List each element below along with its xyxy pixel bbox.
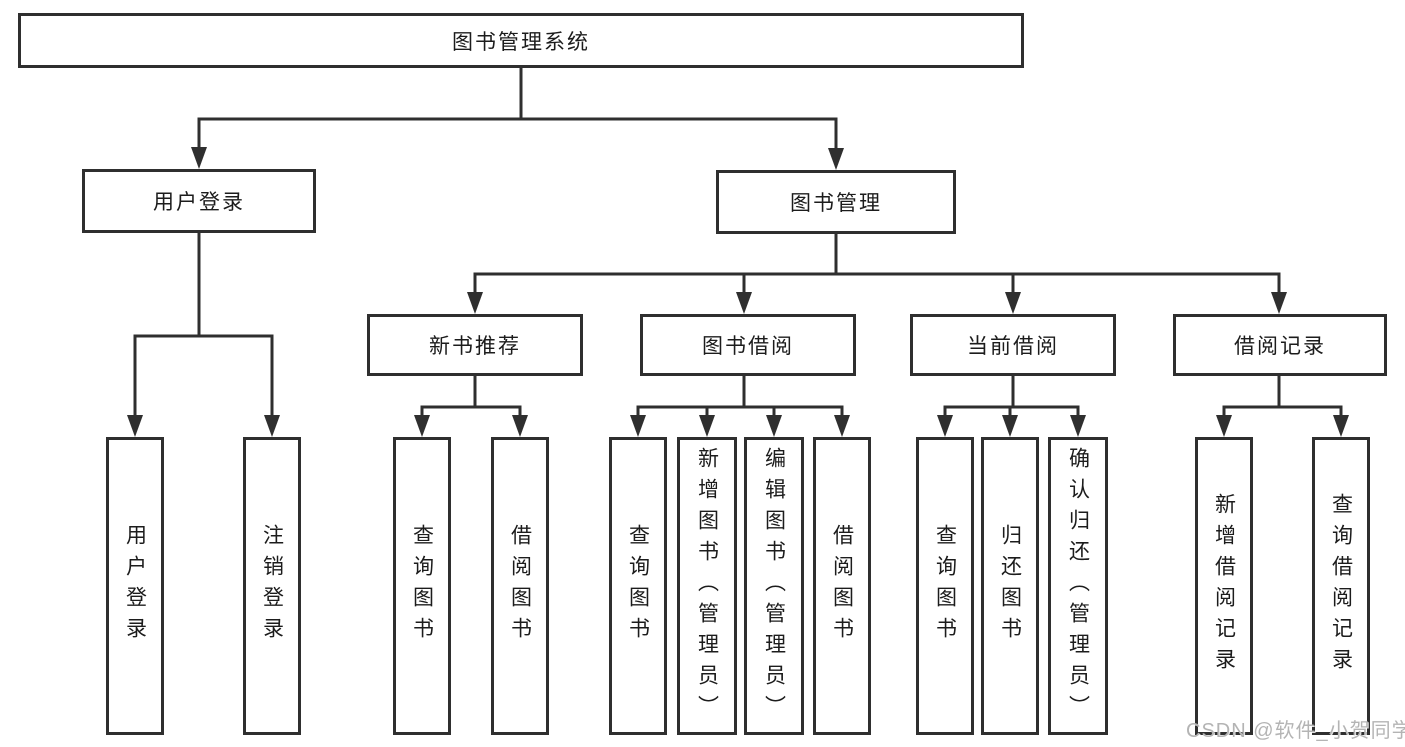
csdn-watermark: CSDN @软件_小贺同学 — [1186, 720, 1405, 742]
node-new-book-recommend: 新书推荐 — [367, 314, 583, 376]
node-book-borrow: 图书借阅 — [640, 314, 856, 376]
connector-book-management — [473, 232, 1281, 305]
node-user-login: 用户登录 — [82, 169, 316, 233]
leaf-add-borrow-record: 新增借阅记录 — [1195, 437, 1253, 735]
connector-user-login — [133, 231, 274, 428]
leaf-add-books-admin: 新增图书（管理员） — [677, 437, 737, 735]
node-library-system: 图书管理系统 — [18, 13, 1024, 68]
connector-book-borrow — [636, 374, 844, 428]
leaf-query-books-borrow: 查询图书 — [609, 437, 667, 735]
leaf-return-books: 归还图书 — [981, 437, 1039, 735]
leaf-borrow-books-recommend: 借阅图书 — [491, 437, 549, 735]
leaf-confirm-return-admin: 确认归还（管理员） — [1048, 437, 1108, 735]
leaf-query-borrow-record: 查询借阅记录 — [1312, 437, 1370, 735]
connector-new-book — [420, 374, 522, 428]
connector-root — [197, 66, 838, 161]
connector-borrow-records — [1222, 374, 1343, 428]
leaf-user-login: 用户登录 — [106, 437, 164, 735]
node-book-management: 图书管理 — [716, 170, 956, 234]
leaf-borrow-books: 借阅图书 — [813, 437, 871, 735]
connector-current-borrow — [943, 374, 1080, 428]
node-current-borrow: 当前借阅 — [910, 314, 1116, 376]
leaf-query-books-current: 查询图书 — [916, 437, 974, 735]
node-borrow-records: 借阅记录 — [1173, 314, 1387, 376]
leaf-query-books-recommend: 查询图书 — [393, 437, 451, 735]
leaf-edit-books-admin: 编辑图书（管理员） — [744, 437, 804, 735]
leaf-logout: 注销登录 — [243, 437, 301, 735]
